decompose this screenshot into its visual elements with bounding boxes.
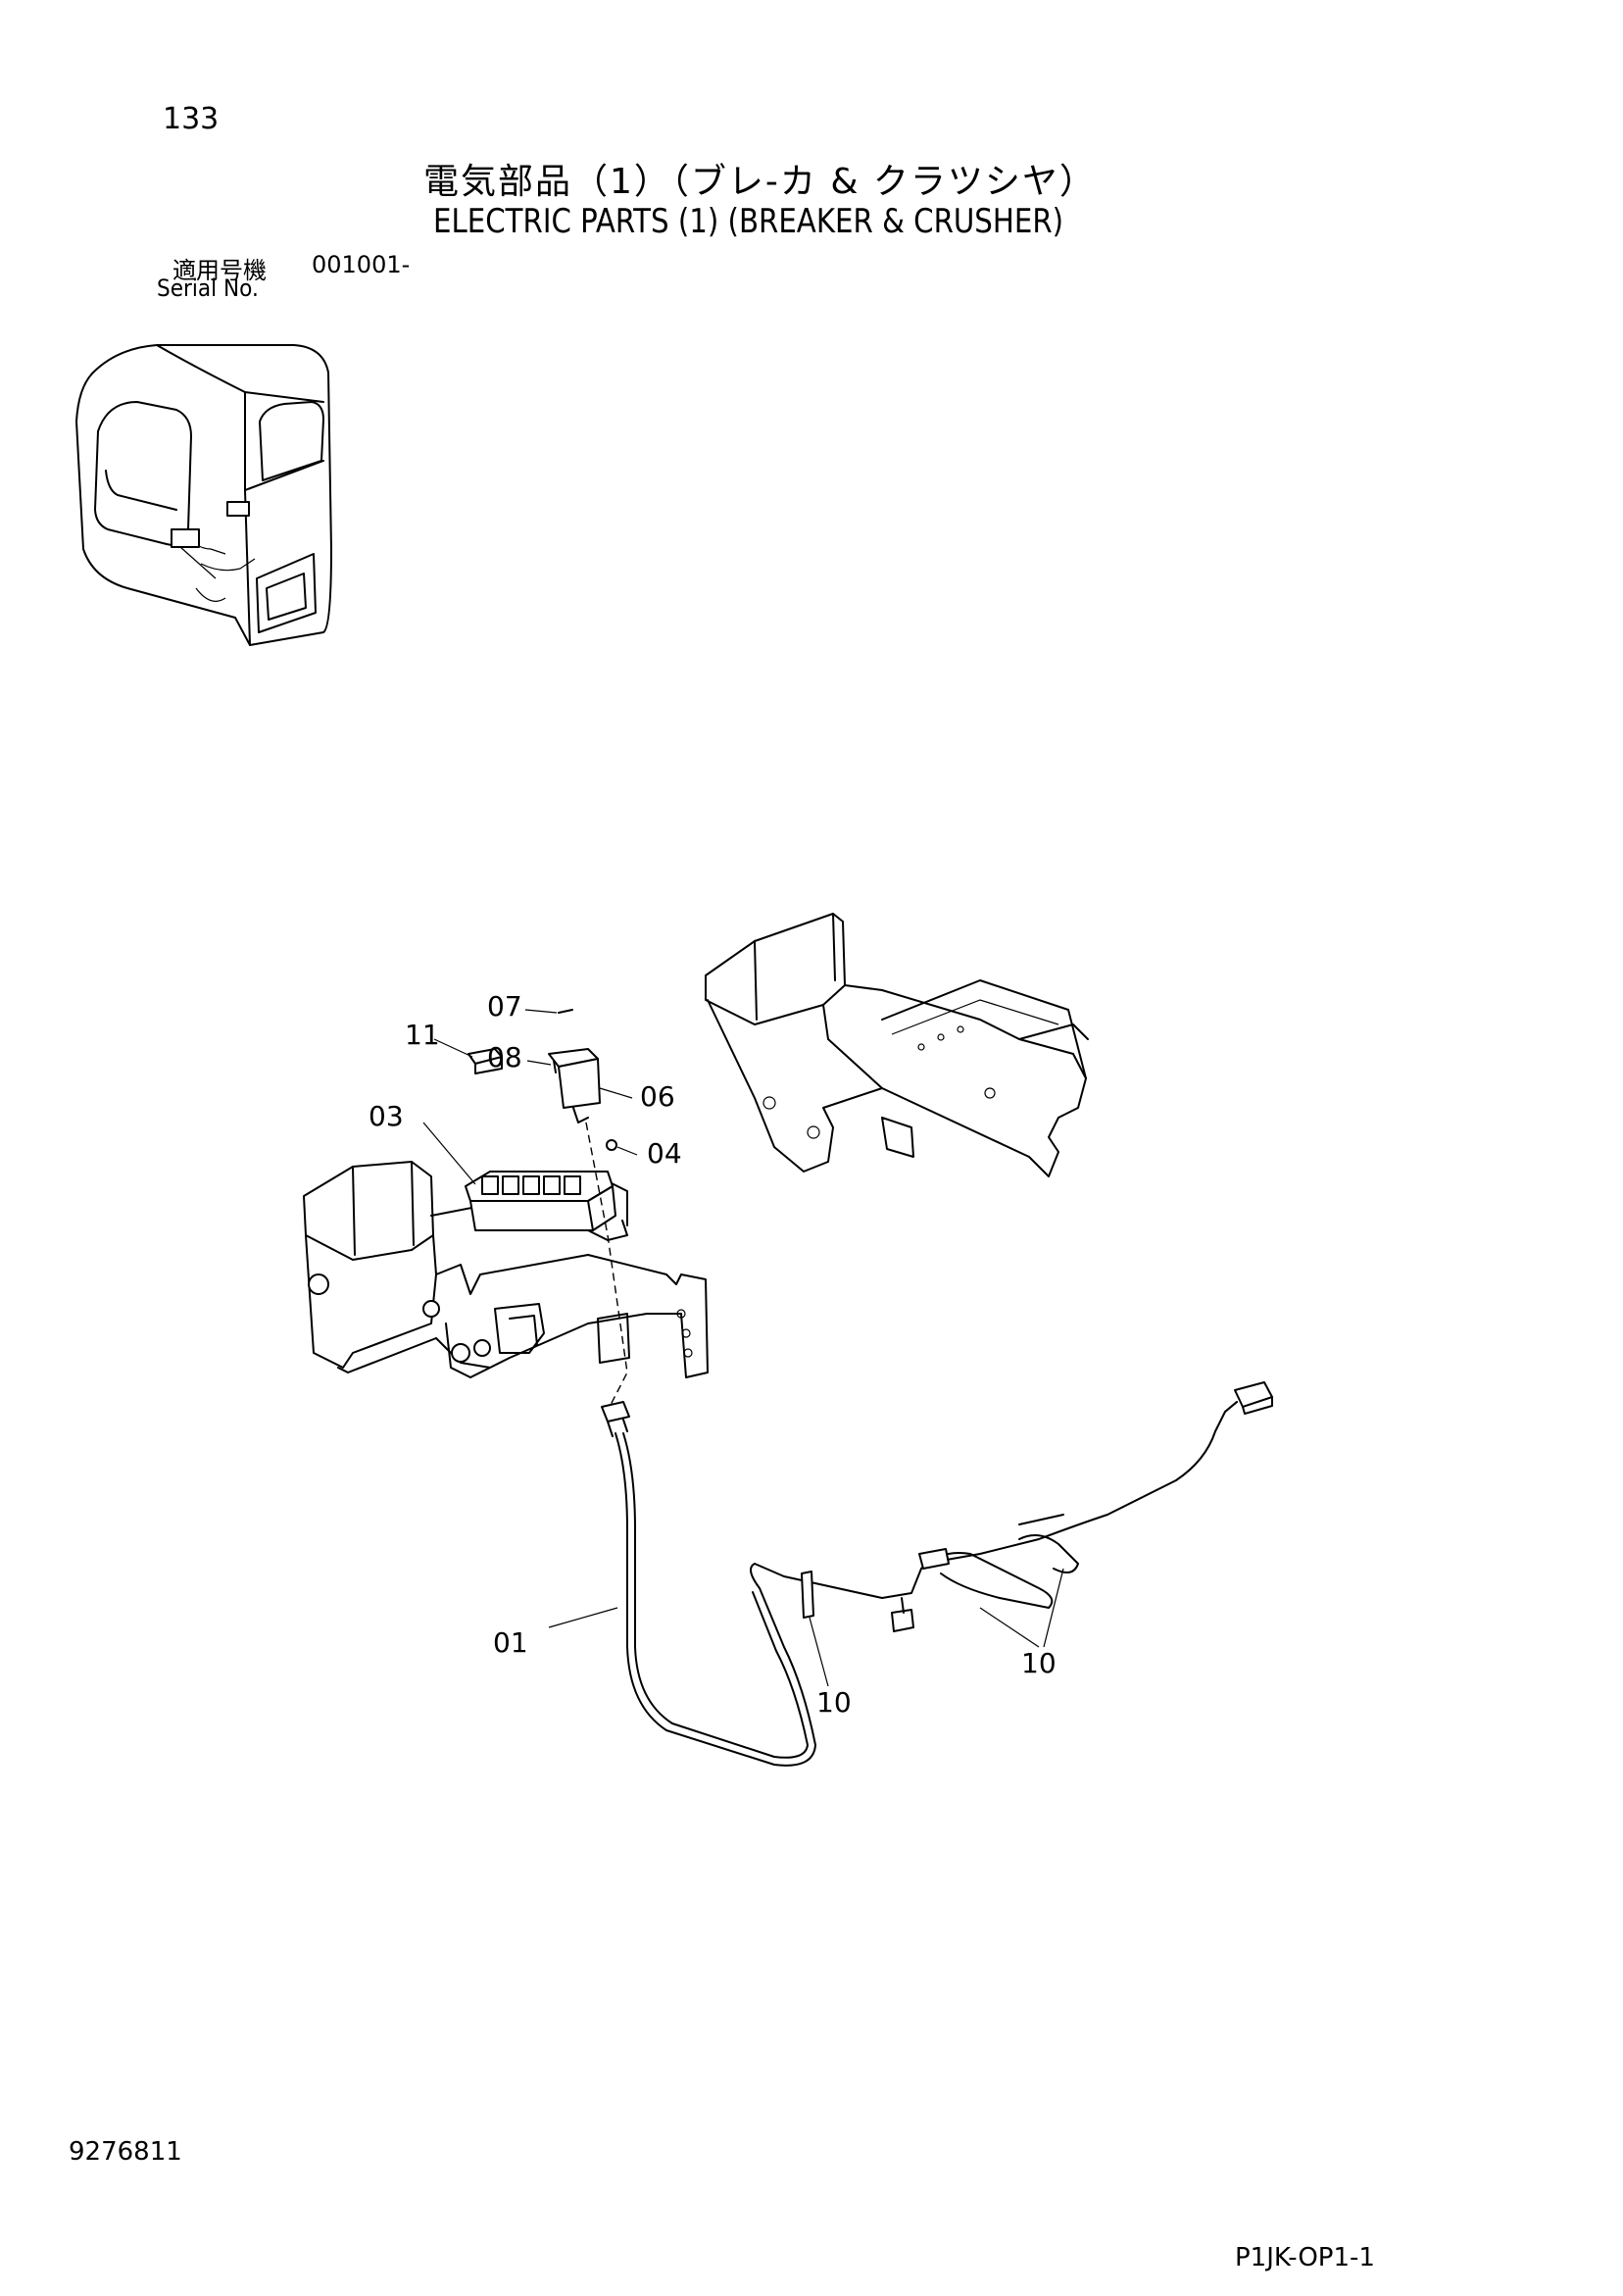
document-number: 9276811 [69,2137,182,2167]
page-number: 133 [163,102,220,136]
title-english: ELECTRIC PARTS (1) (BREAKER & CRUSHER) [433,202,1064,241]
serial-label-japanese: 適用号機 [172,257,267,284]
nut-04 [606,1139,617,1151]
frame-bracket-left [303,1161,709,1378]
cap-11 [467,1048,503,1074]
switch-06 [548,1048,601,1123]
pin-08 [553,1060,557,1073]
callout-10-right: 10 [1021,1647,1057,1679]
serial-label-english: Serial No. [157,275,259,302]
callout-labels: 07 11 08 06 03 04 01 10 10 [369,990,1057,1719]
assembly-dashed-line [585,1122,628,1408]
title-japanese: 電気部品（1）（ブレ-カ & クラツシヤ） [423,162,1097,202]
callout-04: 04 [647,1137,682,1170]
serial-value: 001001- [312,251,411,278]
callout-08: 08 [487,1041,522,1073]
callout-11: 11 [405,1019,440,1051]
frame-bracket-right [705,913,1089,1177]
switch-panel [465,1171,628,1241]
wire-harness [615,1381,1273,1767]
callout-06: 06 [640,1080,675,1113]
sheet-code: P1JK-OP1-1 [1235,2243,1375,2272]
cab-key-view [75,344,332,646]
callout-10-left: 10 [816,1686,852,1719]
callout-01: 01 [493,1626,528,1659]
leader-lines [422,1009,1064,1687]
callout-03: 03 [369,1100,404,1132]
pin-07 [558,1009,573,1014]
callout-07: 07 [487,990,522,1023]
connector-plug [601,1401,630,1437]
